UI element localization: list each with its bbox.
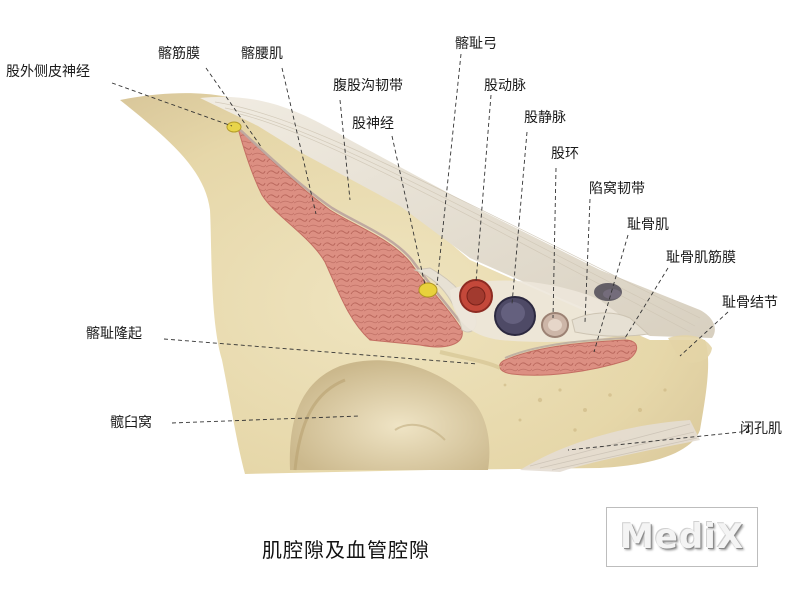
label-lateral-femoral-cutaneous-nerve: 股外侧皮神经	[6, 64, 90, 80]
label-femoral-nerve: 股神经	[352, 116, 394, 132]
iliopsoas-muscle	[237, 126, 463, 348]
acetabular-fossa	[289, 360, 490, 470]
label-iliopectineal-arch: 髂耻弓	[455, 36, 497, 52]
iliopubic-eminence	[439, 350, 501, 370]
label-pubic-tubercle: 耻骨结节	[722, 295, 778, 311]
pectineal-fascia	[504, 337, 627, 359]
figure-caption: 肌腔隙及血管腔隙	[262, 538, 430, 562]
label-femoral-vein: 股静脉	[524, 110, 566, 126]
label-iliac-fascia: 髂筋膜	[158, 46, 200, 62]
inguinal-ligament-band	[200, 96, 715, 338]
label-iliopsoas: 髂腰肌	[241, 46, 283, 62]
femoral-nerve	[418, 282, 438, 298]
watermark-text: MediX	[619, 517, 745, 557]
medix-watermark: MediX	[606, 507, 758, 567]
label-iliopubic-eminence: 髂耻隆起	[86, 326, 142, 342]
label-obturator: 闭孔肌	[740, 421, 782, 437]
label-pectineus: 耻骨肌	[627, 217, 669, 233]
pubic-tubercle	[668, 335, 712, 363]
label-lacunar-ligament: 陷窝韧带	[589, 181, 645, 197]
leader-lines	[111, 53, 751, 451]
label-femoral-artery: 股动脉	[484, 78, 526, 94]
label-pectineal-fascia: 耻骨肌筋膜	[666, 250, 736, 266]
lateral-femoral-cutaneous-nerve	[226, 121, 242, 133]
label-acetabulum: 髋臼窝	[110, 415, 152, 431]
label-femoral-ring: 股环	[551, 146, 579, 162]
label-inguinal-ligament: 腹股沟韧带	[333, 78, 403, 94]
iliac-fascia	[235, 125, 468, 331]
pectineus-muscle	[499, 339, 638, 376]
lacunar-ligament	[571, 312, 650, 337]
